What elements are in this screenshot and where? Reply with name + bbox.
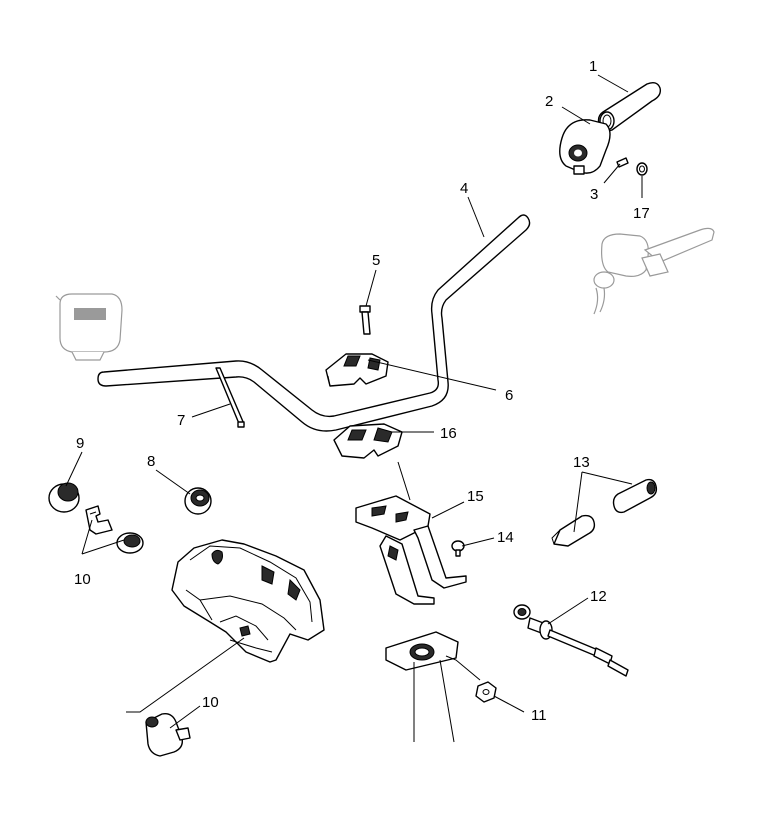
part-nacelle-housing: [171, 539, 325, 663]
callout-16: 16: [440, 425, 457, 442]
ghost-brake-lever: [593, 227, 715, 315]
part-grommet: [184, 487, 212, 515]
callout-10-upper: 10: [74, 571, 91, 588]
part-lower-clamp: [333, 423, 403, 459]
callout-12: 12: [590, 588, 607, 605]
callout-8: 8: [147, 453, 155, 470]
callout-2: 2: [545, 93, 553, 110]
part-handlebar: [97, 214, 531, 432]
leader-lines: [65, 74, 643, 729]
part-small-screw: [451, 540, 465, 557]
part-speedo-cable: [513, 604, 629, 677]
ghost-instrument: [55, 293, 123, 361]
callout-10-lower: 10: [202, 694, 219, 711]
part-grip: [597, 81, 662, 132]
callout-17: 17: [633, 205, 650, 222]
part-bracket: [355, 495, 467, 605]
callout-13: 13: [573, 454, 590, 471]
callout-9: 9: [76, 435, 84, 452]
part-cylinder: [612, 478, 658, 514]
part-ring: [116, 532, 144, 554]
part-key: [85, 505, 113, 535]
callout-4: 4: [460, 180, 468, 197]
callout-numbers: 1 2 3 17 4 5 6 7 16 9 8 10 13 15 14 12 1…: [74, 58, 650, 724]
part-small-cap: [636, 162, 648, 176]
part-nut: [475, 681, 497, 703]
part-cap: [551, 514, 596, 547]
callout-7: 7: [177, 412, 185, 429]
callout-15: 15: [467, 488, 484, 505]
part-bolt: [359, 305, 371, 335]
callout-14: 14: [497, 529, 514, 546]
part-ignition-switch: [145, 712, 191, 757]
part-throttle-housing: [559, 119, 611, 175]
part-cable-tie: [215, 367, 245, 428]
callout-11: 11: [531, 707, 547, 724]
callout-3: 3: [590, 186, 598, 203]
part-upper-clamp: [325, 353, 389, 387]
callout-6: 6: [505, 387, 513, 404]
part-steering-stem: [385, 461, 459, 743]
part-round-cap: [48, 482, 80, 513]
callout-1: 1: [589, 58, 597, 75]
callout-5: 5: [372, 252, 380, 269]
